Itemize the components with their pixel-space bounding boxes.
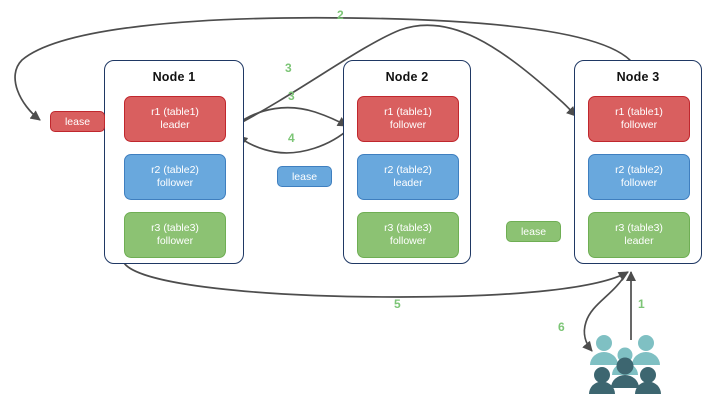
replica-node3-r3[interactable]: r3 (table3) leader [588,212,690,258]
replica-name: r1 (table1) [384,106,432,118]
node-box-node2[interactable]: Node 2 r1 (table1) follower r2 (table2) … [343,60,471,264]
replica-node1-r2[interactable]: r2 (table2) follower [124,154,226,200]
edge-label-4: 4 [288,131,295,145]
replica-node2-r2[interactable]: r2 (table2) leader [357,154,459,200]
replica-name: r2 (table2) [384,164,432,176]
edge-label-2: 2 [337,8,344,22]
node-title-node2: Node 2 [385,70,429,84]
replica-name: r3 (table3) [151,222,199,234]
edge-3b-path [232,106,348,128]
replica-name: r1 (table1) [151,106,199,118]
replica-node3-r2[interactable]: r2 (table2) follower [588,154,690,200]
replica-role: leader [393,177,423,189]
replica-role: follower [156,177,194,189]
lease-badge-r3[interactable]: lease [506,221,561,242]
replica-role: follower [156,235,194,247]
replica-role: follower [620,119,658,131]
users-icon[interactable] [586,332,670,394]
edge-label-3a: 3 [285,61,292,75]
replica-role: follower [389,235,427,247]
node-title-node1: Node 1 [152,70,196,84]
lease-badge-r2[interactable]: lease [277,166,332,187]
replica-node1-r3[interactable]: r3 (table3) follower [124,212,226,258]
replica-name: r3 (table3) [615,222,663,234]
replica-name: r3 (table3) [384,222,432,234]
replica-node2-r1[interactable]: r1 (table1) follower [357,96,459,142]
edge-label-1: 1 [638,297,645,311]
node-box-node1[interactable]: Node 1 r1 (table1) leader r2 (table2) fo… [104,60,244,264]
replica-name: r2 (table2) [615,164,663,176]
edge-5-path [123,262,629,298]
replica-role: leader [160,119,190,131]
node-box-node3[interactable]: Node 3 r1 (table1) follower r2 (table2) … [574,60,702,264]
replica-node2-r3[interactable]: r3 (table3) follower [357,212,459,258]
replica-name: r1 (table1) [615,106,663,118]
node-title-node3: Node 3 [616,70,660,84]
replica-role: follower [620,177,658,189]
edge-label-6: 6 [558,320,565,334]
replica-node3-r1[interactable]: r1 (table1) follower [588,96,690,142]
replica-node1-r1[interactable]: r1 (table1) leader [124,96,226,142]
lease-badge-r1[interactable]: lease [50,111,105,132]
replica-name: r2 (table2) [151,164,199,176]
edge-label-3b: 3 [288,89,295,103]
replica-role: follower [389,119,427,131]
edge-label-5: 5 [394,297,401,311]
replica-role: leader [624,235,654,247]
